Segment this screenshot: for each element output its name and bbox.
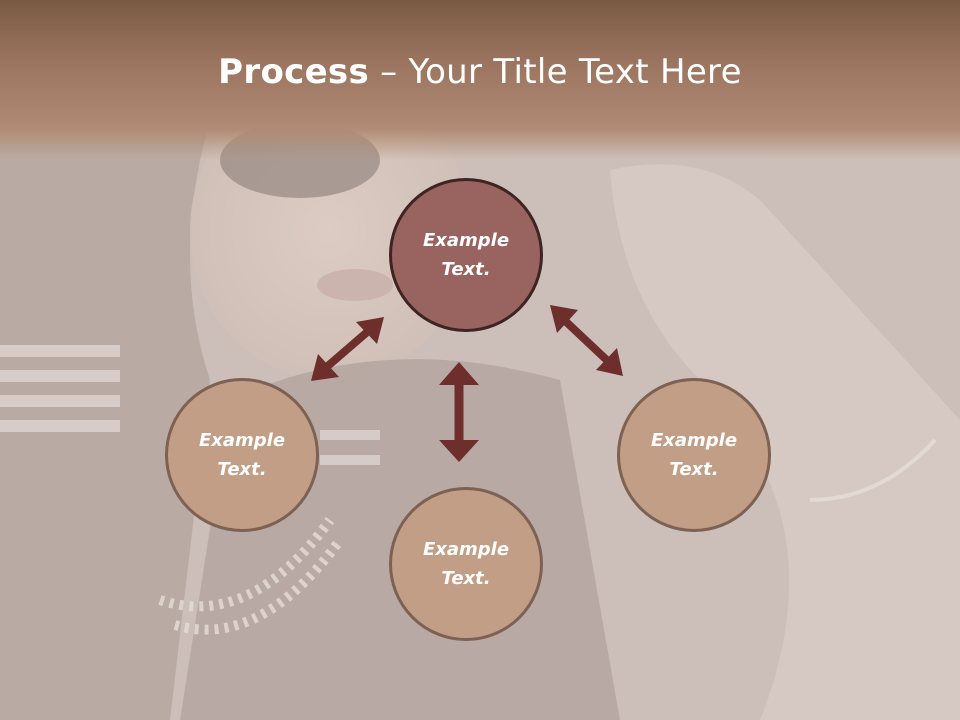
arrow-top-right [550, 305, 623, 376]
arrow-top-left [311, 317, 384, 381]
node-top-label: Example Text. [422, 230, 510, 280]
title-bold: Process [218, 52, 370, 92]
node-left-label: Example Text. [198, 430, 286, 480]
slide-title: Process – Your Title Text Here [0, 52, 960, 92]
process-node-top: Example Text. [389, 178, 543, 332]
process-node-right: Example Text. [617, 378, 771, 532]
title-rest: – Your Title Text Here [369, 52, 742, 92]
process-node-bottom: Example Text. [389, 487, 543, 641]
arrow-vertical [439, 362, 479, 462]
title-band [0, 0, 960, 160]
node-right-label: Example Text. [650, 430, 738, 480]
node-bottom-label: Example Text. [422, 539, 510, 589]
process-node-left: Example Text. [165, 378, 319, 532]
